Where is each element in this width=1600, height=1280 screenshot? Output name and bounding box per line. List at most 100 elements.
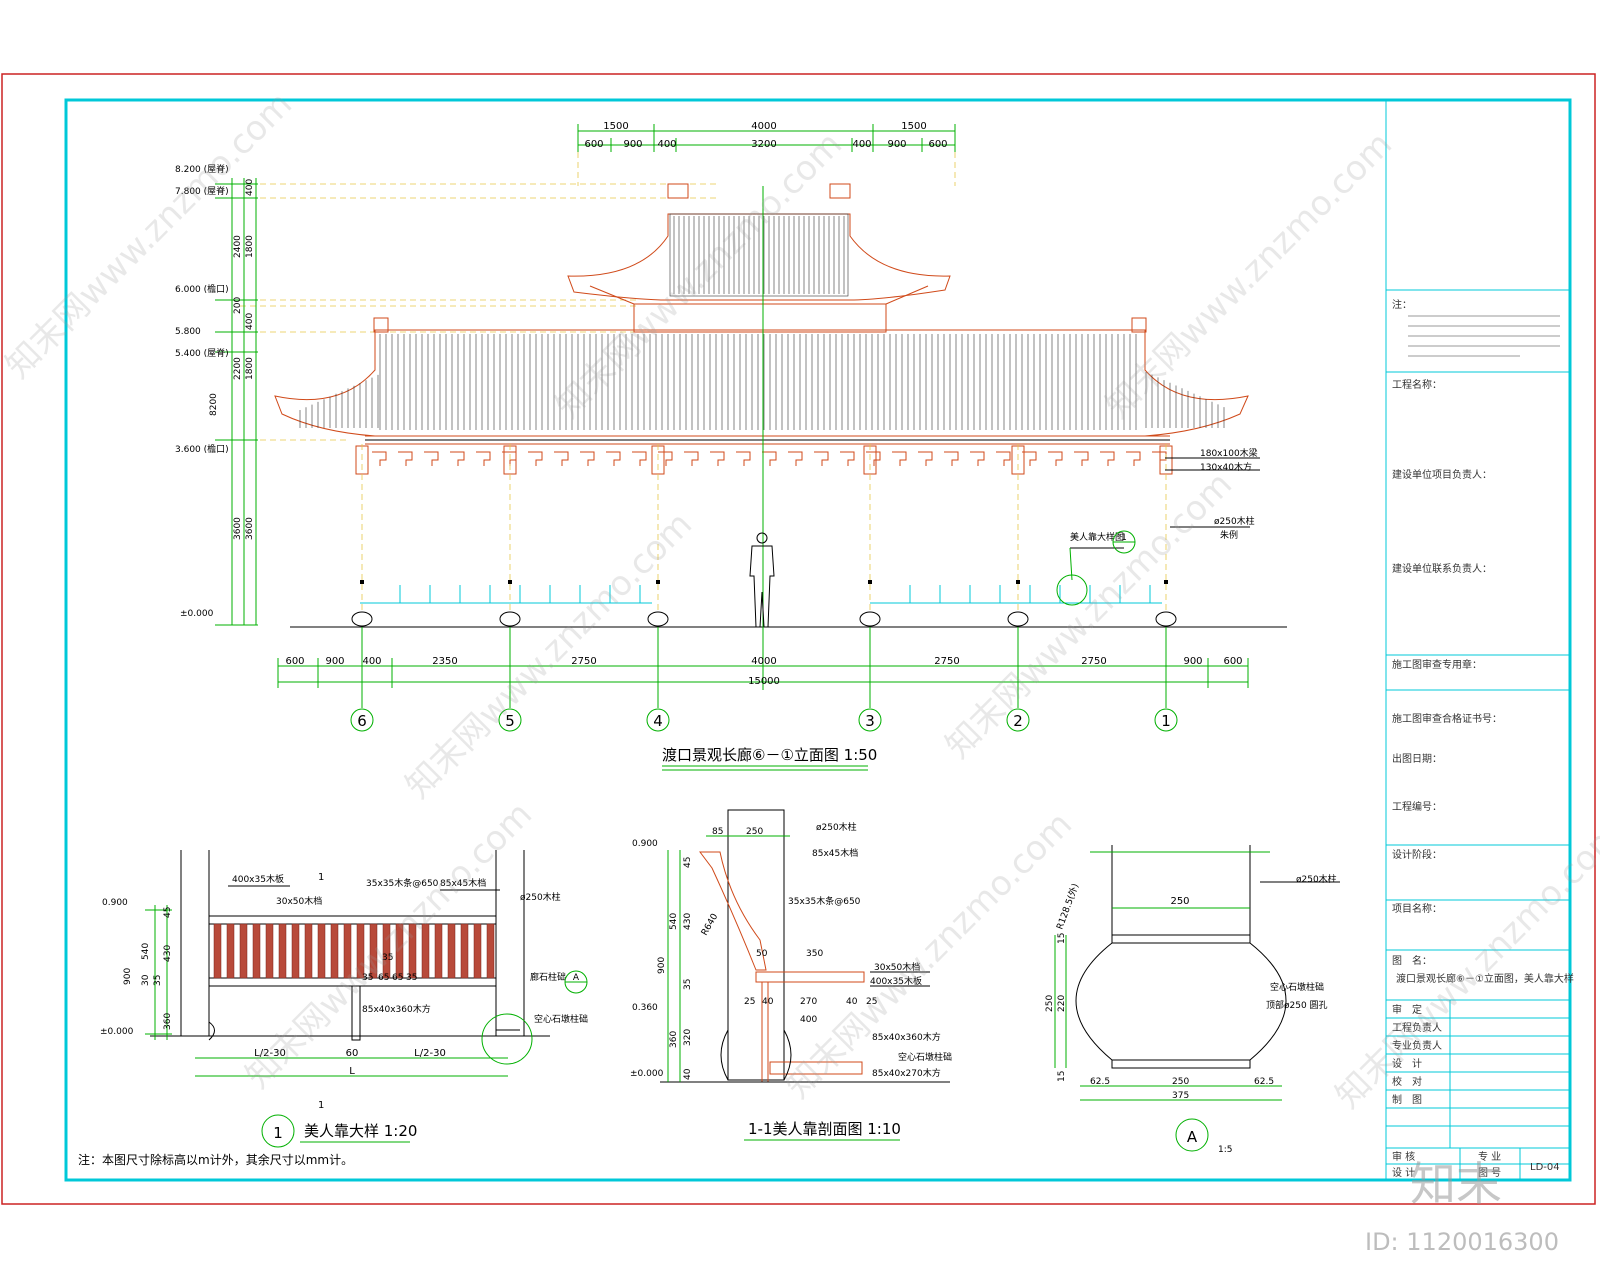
bot-dim-2750-c: 2750	[1081, 656, 1106, 667]
bracket	[580, 451, 595, 466]
tb-sig-0: 审 定	[1392, 1003, 1422, 1016]
axis-circle	[646, 708, 670, 732]
s-dim-900: 900	[657, 957, 667, 974]
tb-sig-4: 校 对	[1392, 1075, 1422, 1088]
section-title: 1-1美人靠剖面图 1:10	[748, 1120, 901, 1138]
s-dim-540: 540	[669, 913, 679, 930]
bracket	[554, 451, 569, 466]
top-dim-3200: 3200	[751, 139, 776, 150]
inner-frame	[64, 98, 1572, 1182]
bench-slat	[317, 923, 326, 979]
bracket	[840, 451, 855, 466]
a-label-radius: R128.5(外)	[1054, 882, 1082, 931]
tb-bottom-0: 审 核	[1392, 1150, 1415, 1163]
bot-dim-2750-a: 2750	[571, 656, 596, 667]
column-base	[1007, 611, 1029, 627]
s-dim-400: 400	[800, 1015, 817, 1025]
s-level-0900: 0.900	[632, 839, 658, 849]
tb-row-0: 注：	[1392, 298, 1412, 311]
a-dim-250-left: 250	[1045, 995, 1055, 1012]
column-base-detail: ø250木柱 空心石墩柱础 顶部ø250 圆孔 R128.5(外) 250 25…	[1045, 845, 1340, 1155]
column-marker	[360, 580, 364, 584]
left-dim-1800-top: 1800	[245, 235, 255, 258]
s-dim-40: 40	[683, 1068, 693, 1080]
s-label-block: 85x40x360木方	[872, 1031, 941, 1043]
top-dim-4000: 4000	[751, 121, 776, 132]
tb-sig-2: 专业负责人	[1392, 1039, 1442, 1052]
tb-sig-3: 设 计	[1392, 1057, 1422, 1070]
bracket	[762, 451, 777, 466]
s-level-0000: ±0.000	[630, 1069, 664, 1079]
bench-slat	[486, 923, 495, 979]
bot-dim-4000: 4000	[751, 656, 776, 667]
d1-vdim-35: 35	[153, 975, 163, 986]
bracket	[1048, 451, 1063, 466]
bench-slat	[356, 923, 365, 979]
bracket	[450, 451, 465, 466]
level-5800: 5.800	[175, 327, 201, 337]
tb-drawing-name: 渡口景观长廊⑥－①立面图，美人靠大样	[1396, 972, 1574, 985]
bracket	[424, 451, 439, 466]
tb-bottom-3: 图 号	[1478, 1167, 1501, 1179]
bracket	[528, 451, 543, 466]
bracket	[372, 451, 387, 466]
tb-row-1: 工程名称：	[1392, 378, 1442, 391]
d1-vdim-45: 45	[163, 907, 173, 918]
s-label-block-270: 85x40x270木方	[872, 1067, 941, 1079]
bracket	[970, 451, 985, 466]
s-label-rail: 30x50木档	[874, 961, 920, 973]
bracket	[684, 451, 699, 466]
top-dim-1500-right: 1500	[901, 121, 926, 132]
left-dim-400: 400	[245, 179, 255, 196]
callout-detail-number: 1	[1121, 533, 1127, 543]
tb-row-6: 出图日期：	[1392, 752, 1442, 765]
d1-hdim-right: L/2-30	[414, 1048, 446, 1059]
axis-circle	[498, 708, 522, 732]
left-dim-3600-b: 3600	[245, 517, 255, 540]
tb-bottom-1: 专 业	[1478, 1150, 1501, 1163]
bench-slat	[252, 923, 261, 979]
tb-row-7: 工程编号：	[1392, 800, 1442, 813]
bench-slat	[408, 923, 417, 979]
d1-small-35a: 35	[362, 973, 373, 983]
bench-slat	[434, 923, 443, 979]
bracket-frieze	[355, 445, 1173, 475]
d1-section-mark-top: 1	[318, 872, 324, 883]
s-dim-430: 430	[683, 913, 693, 930]
columns	[351, 444, 1177, 627]
a-title-letter: A	[1187, 1128, 1198, 1146]
d1-label-block: 85x40x360木方	[362, 1003, 431, 1015]
d1-label-base: 廊石柱础	[530, 971, 566, 983]
upper-roof-tiles	[673, 216, 845, 294]
s-dim-35: 35	[683, 979, 693, 990]
level-3600: 3.600 (檐口)	[175, 443, 229, 455]
elevation-title: 渡口景观长廊⑥－①立面图 1:50	[662, 746, 877, 764]
bracket	[736, 451, 751, 466]
tb-drawing-number: LD-04	[1530, 1162, 1560, 1173]
axis-circle	[1154, 708, 1178, 732]
left-dim-400-b: 400	[245, 313, 255, 330]
top-dim-900-right: 900	[887, 139, 906, 150]
bracket	[918, 451, 933, 466]
tb-drawing-name-label: 图 名：	[1392, 954, 1432, 967]
bracket	[658, 451, 673, 466]
d1-label-board: 400x35木板	[232, 873, 284, 885]
d1-level-0900: 0.900	[102, 898, 128, 908]
bench-slat	[213, 923, 222, 979]
a-dim-62-left: 62.5	[1090, 1077, 1110, 1087]
column-base	[1155, 611, 1177, 627]
bracket	[476, 451, 491, 466]
human-scale-figure	[749, 532, 775, 628]
title-block: 注： 工程名称： 建设单位项目负责人： 建设单位联系负责人： 施工图审查专用章：…	[1385, 100, 1574, 1180]
image-id: ID: 1120016300	[1365, 1228, 1559, 1256]
d1-label-slat: 35x35木条@650	[366, 877, 439, 889]
a-dim-220: 220	[1057, 995, 1067, 1012]
level-5400: 5.400 (屋脊)	[175, 347, 229, 359]
s-dim-40b: 40	[846, 997, 858, 1007]
bot-dim-total: 15000	[748, 676, 780, 687]
s-level-0360: 0.360	[632, 1003, 658, 1013]
tb-row-9: 项目名称：	[1392, 902, 1442, 915]
bench-slat	[382, 923, 391, 979]
tb-sig-1: 工程负责人	[1392, 1021, 1442, 1034]
